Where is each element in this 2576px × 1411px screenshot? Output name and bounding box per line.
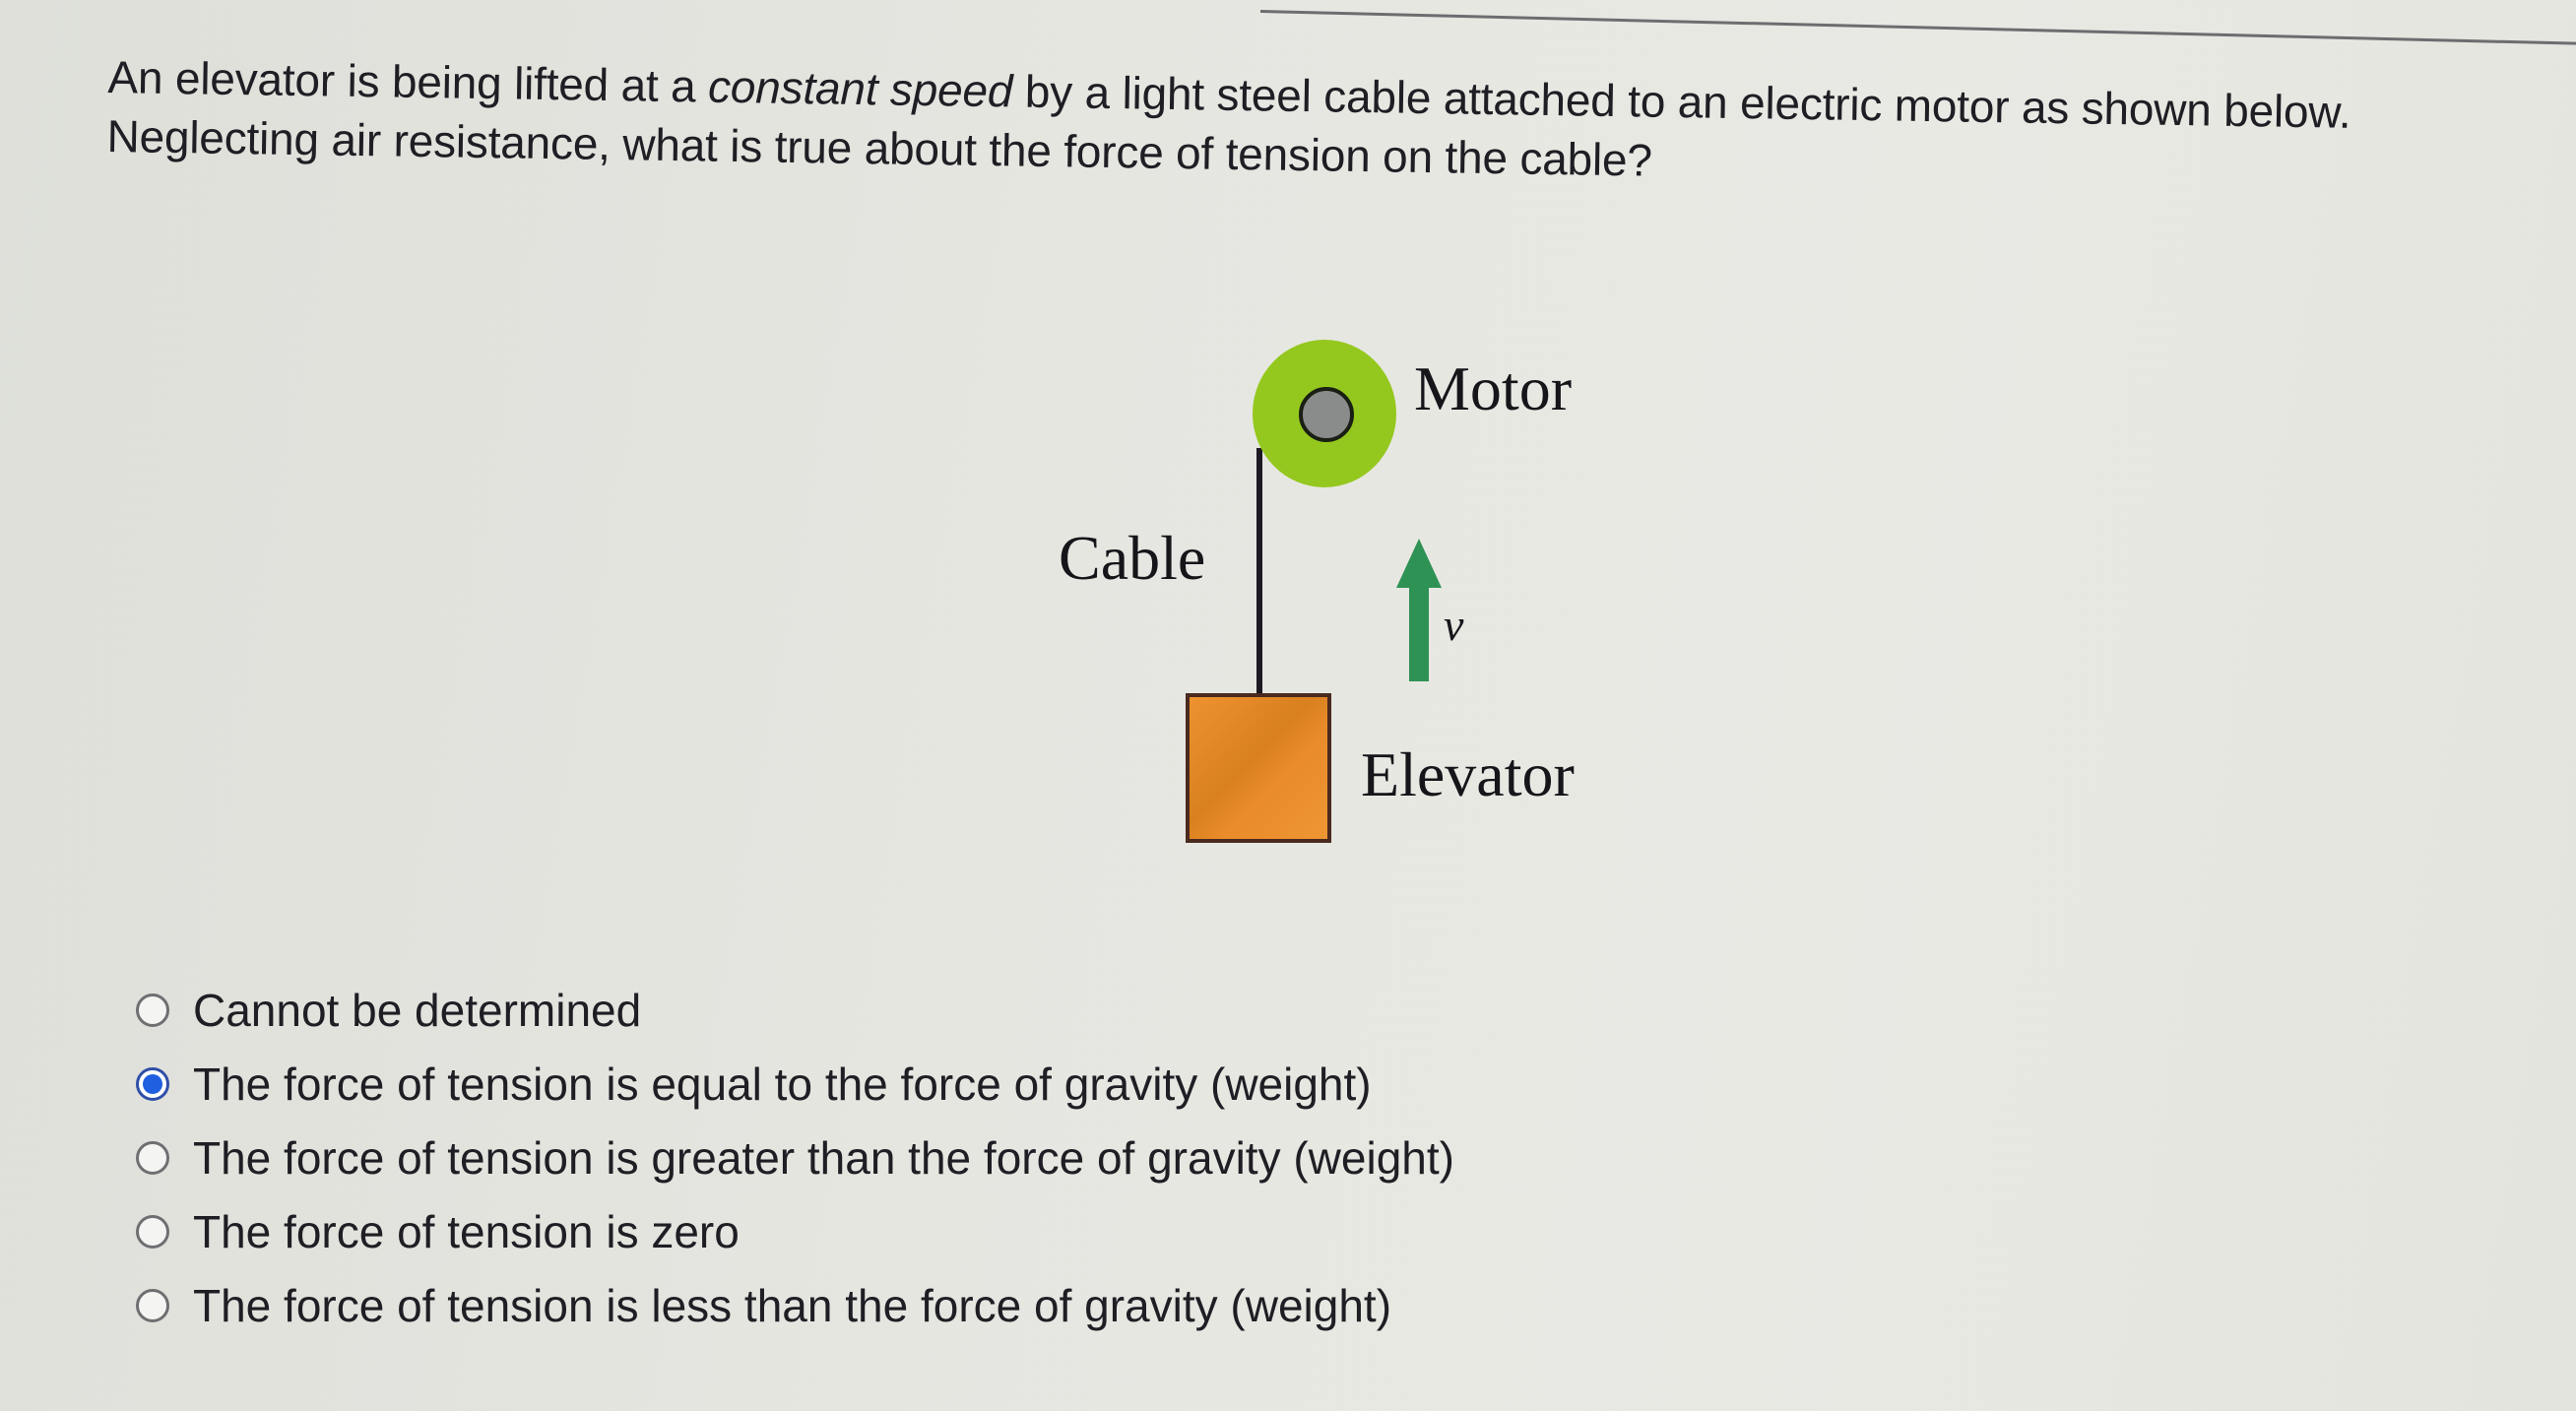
radio-button[interactable]	[136, 1288, 169, 1322]
option-tension-equal-weight[interactable]: The force of tension is equal to the for…	[136, 1047, 1454, 1121]
radio-button-selected[interactable]	[136, 1066, 169, 1101]
option-label: Cannot be determined	[193, 984, 642, 1036]
elevator-box	[1186, 693, 1331, 843]
radio-button[interactable]	[136, 1214, 169, 1249]
option-tension-greater-than-weight[interactable]: The force of tension is greater than the…	[136, 1121, 1454, 1194]
motor-label: Motor	[1414, 353, 1572, 423]
velocity-arrow-icon	[1396, 539, 1442, 681]
velocity-label: v	[1444, 600, 1464, 650]
option-tension-less-than-weight[interactable]: The force of tension is less than the fo…	[136, 1268, 1454, 1342]
option-cannot-be-determined[interactable]: Cannot be determined	[136, 973, 1454, 1047]
option-label: The force of tension is zero	[193, 1205, 740, 1257]
answer-options: Cannot be determined The force of tensio…	[136, 973, 1454, 1342]
motor-icon	[1253, 340, 1396, 487]
question-text: An elevator is being lifted at a constan…	[106, 47, 2521, 203]
emphasis-constant-speed: constant speed	[707, 60, 1013, 117]
elevator-label: Elevator	[1361, 739, 1575, 809]
radio-button[interactable]	[136, 1140, 169, 1175]
top-divider	[1259, 10, 2576, 47]
radio-button[interactable]	[136, 993, 169, 1027]
option-label: The force of tension is equal to the for…	[193, 1058, 1372, 1110]
option-label: The force of tension is greater than the…	[193, 1131, 1454, 1184]
option-label: The force of tension is less than the fo…	[193, 1279, 1392, 1331]
option-tension-zero[interactable]: The force of tension is zero	[136, 1194, 1454, 1268]
cable-label: Cable	[1059, 523, 1206, 593]
